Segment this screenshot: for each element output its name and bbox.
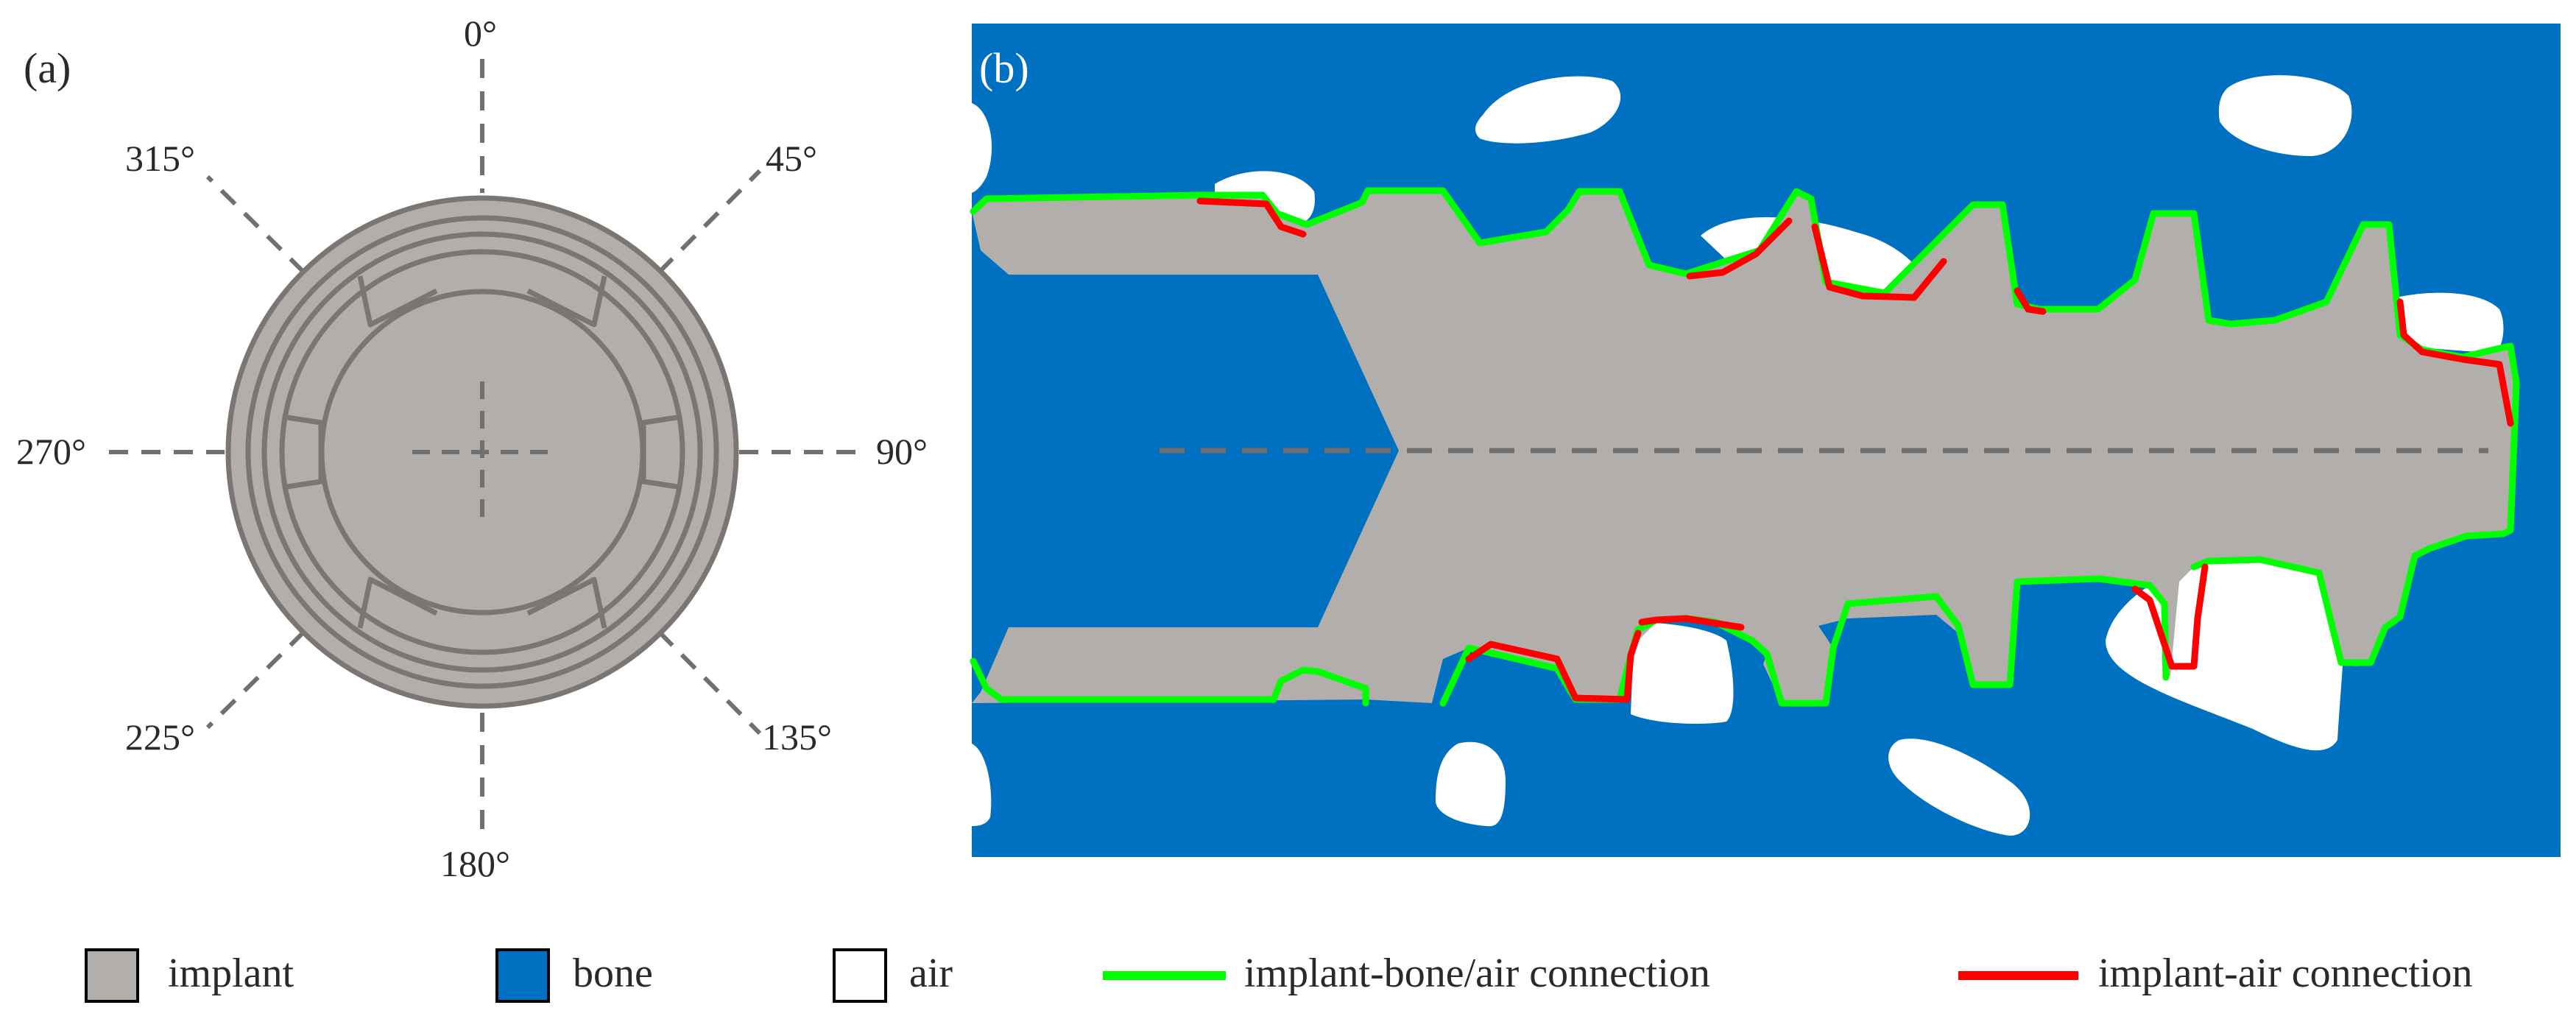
red-connection-segment	[1196, 197, 1307, 238]
angle-label-135: 135°	[762, 716, 832, 758]
guide-line-315	[205, 174, 306, 275]
implant-ring-3	[261, 231, 703, 673]
panel-a: (a)	[16, 13, 928, 884]
red-connection-segment	[2131, 563, 2209, 670]
angle-guide-lines	[109, 59, 869, 839]
air-pocket	[1888, 738, 2030, 836]
legend-swatch-bone	[495, 948, 550, 1003]
air-pocket	[1631, 622, 1734, 724]
angle-label-0: 0°	[464, 13, 497, 54]
center-crosshair	[412, 381, 552, 523]
legend-label-bone: bone	[573, 951, 653, 996]
red-connection-segment	[2396, 298, 2514, 427]
legend: implant bone air implant-bone/air connec…	[85, 948, 2472, 1003]
legend-label-red-line: implant-air connection	[2098, 951, 2472, 996]
thread-pad-upper-right	[526, 275, 607, 328]
legend-swatch-implant	[85, 948, 139, 1003]
air-pocket	[2218, 75, 2352, 156]
green-connection-tip	[2499, 342, 2520, 537]
angle-label-315: 315°	[125, 138, 195, 179]
air-pocket	[1475, 76, 1621, 144]
thread-pad-upper-left	[357, 275, 438, 328]
guide-line-135	[657, 630, 762, 736]
green-connection-lower	[970, 657, 1369, 707]
angle-label-270: 270°	[16, 431, 86, 472]
implant-profile	[972, 191, 2516, 703]
air-pocket	[972, 103, 992, 193]
red-connection-segment	[1811, 223, 1947, 301]
angle-label-90: 90°	[876, 431, 928, 472]
red-connection-segment	[1465, 630, 1642, 703]
guide-line-225	[205, 630, 306, 730]
implant-air-connection	[1196, 197, 2514, 703]
implant-ring-4	[279, 249, 685, 655]
legend-label-green-line: implant-bone/air connection	[1244, 951, 1710, 996]
panel-a-tag: (a)	[24, 44, 71, 92]
legend-label-implant: implant	[168, 951, 294, 996]
green-connection-lower-end	[2190, 530, 2507, 666]
red-connection-segment	[1686, 217, 1793, 280]
panel-b: (b)	[970, 24, 2561, 857]
red-connection-segment	[2014, 287, 2047, 315]
air-pocket	[972, 744, 992, 826]
thread-pad-lower-left	[357, 577, 438, 629]
red-connection-segment	[1638, 615, 1745, 631]
legend-swatch-air	[833, 948, 887, 1003]
angle-label-45: 45°	[766, 138, 817, 179]
legend-label-air: air	[909, 951, 953, 996]
thread-pads	[282, 275, 682, 629]
thread-pad-lower-right	[526, 577, 607, 629]
angle-label-180: 180°	[440, 843, 510, 884]
angle-label-225: 225°	[125, 716, 195, 758]
thread-pad-left	[282, 414, 324, 490]
implant-cross-section	[225, 195, 739, 709]
implant-ring-2	[245, 215, 719, 689]
air-pocket	[1436, 741, 1506, 827]
panel-b-tag: (b)	[979, 44, 1029, 92]
guide-line-45	[657, 169, 762, 275]
thread-pad-right	[641, 414, 682, 490]
